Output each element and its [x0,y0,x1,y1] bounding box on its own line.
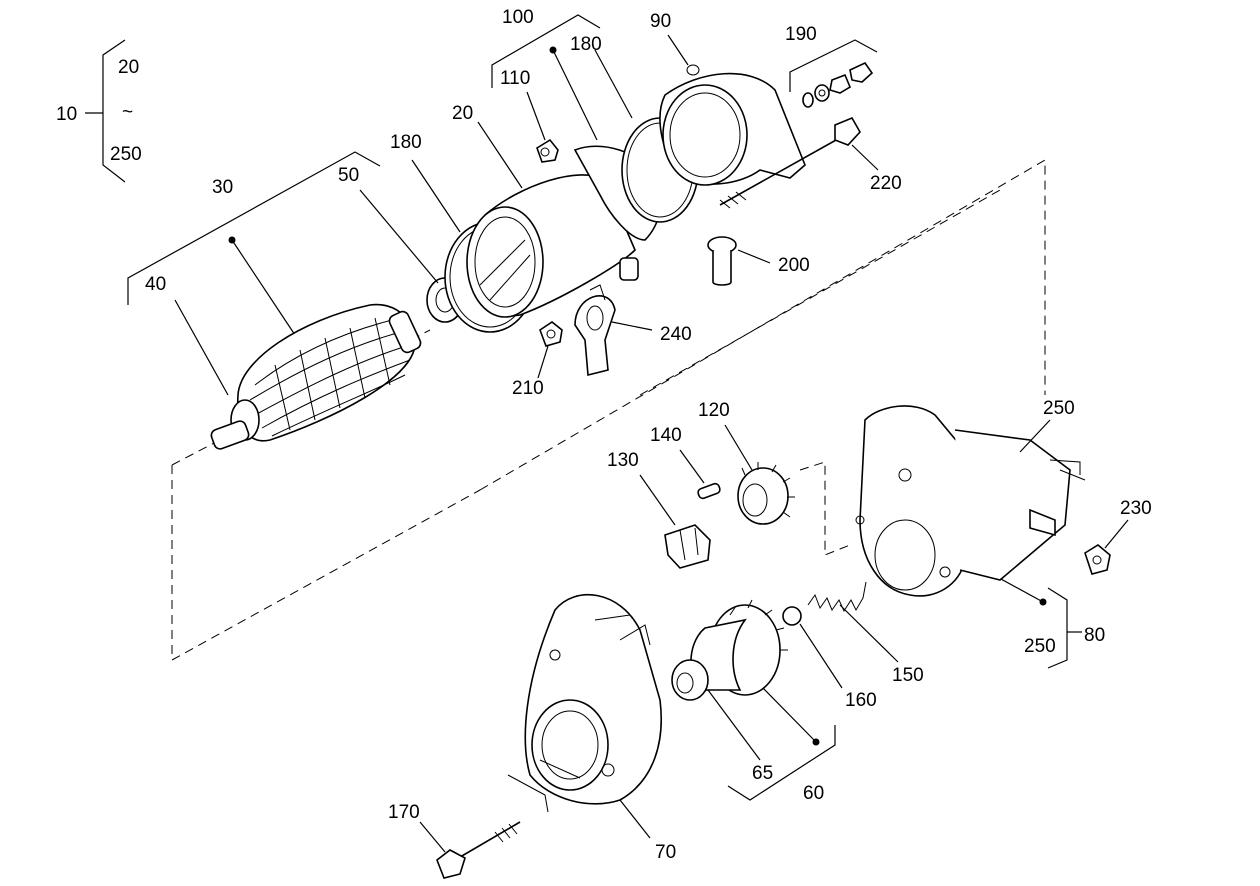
pinion-drive-part [671,599,788,701]
callout-180-top: 180 [570,34,602,55]
assembly-guide-dashed-line [171,159,1046,661]
spring-150-part [807,581,867,613]
callout-250-range: 250 [110,144,142,165]
drive-end-housing-part [524,593,663,805]
drive-housing-250-part [855,405,1086,597]
callout-40: 40 [145,274,166,295]
bracket-240-part [574,284,616,377]
armature-part [210,303,422,450]
callout-190: 190 [785,24,817,45]
callout-50: 50 [338,165,359,186]
callout-120: 120 [698,400,730,421]
callout-80: 80 [1084,625,1105,646]
callout-70: 70 [655,842,676,863]
washers-190-part [802,61,874,108]
bolt-guide-line [507,759,581,813]
retainer-130-part [664,524,711,569]
callout-220: 220 [870,173,902,194]
end-cover-part [659,64,806,186]
callout-200: 200 [778,255,810,276]
solenoid-80-bracket [1047,587,1068,669]
fastener-190-bracket [789,39,878,92]
callout-60: 60 [803,783,824,804]
callout-130: 130 [607,450,639,471]
callout-250-top: 250 [1043,398,1075,419]
callout-20: 20 [452,103,473,124]
range-tilde: ~ [122,102,133,123]
armature-30-bracket [127,151,381,305]
kit-10-bracket [85,39,126,183]
callout-250-bottom: 250 [1024,636,1056,657]
callout-10: 10 [56,104,77,125]
through-bolt-part [719,116,861,209]
callout-210: 210 [512,378,544,399]
drive-end-guide-dashed-line [799,461,851,556]
ball-160-part [782,606,802,626]
screw-200-part [707,236,737,286]
callout-150: 150 [892,665,924,686]
bolt-170-part [436,821,521,879]
callout-110: 110 [500,68,530,89]
pin-140-part [697,482,721,500]
callout-65: 65 [752,763,773,784]
callout-100: 100 [502,7,534,28]
callout-140: 140 [650,425,682,446]
callout-170: 170 [388,802,420,823]
callout-90: 90 [650,11,671,32]
nut-110-part [536,138,559,163]
callout-160: 160 [845,690,877,711]
callout-30: 30 [212,177,233,198]
callout-20-range: 20 [118,57,139,78]
callout-230: 230 [1120,498,1152,519]
callout-240: 240 [660,324,692,345]
nut-210-part [539,321,563,347]
drive-60-bracket [727,725,836,801]
nut-230-part [1084,544,1111,575]
gear-120-part [737,462,795,525]
callout-180-left: 180 [390,132,422,153]
brush-holder-100-bracket [491,14,601,88]
